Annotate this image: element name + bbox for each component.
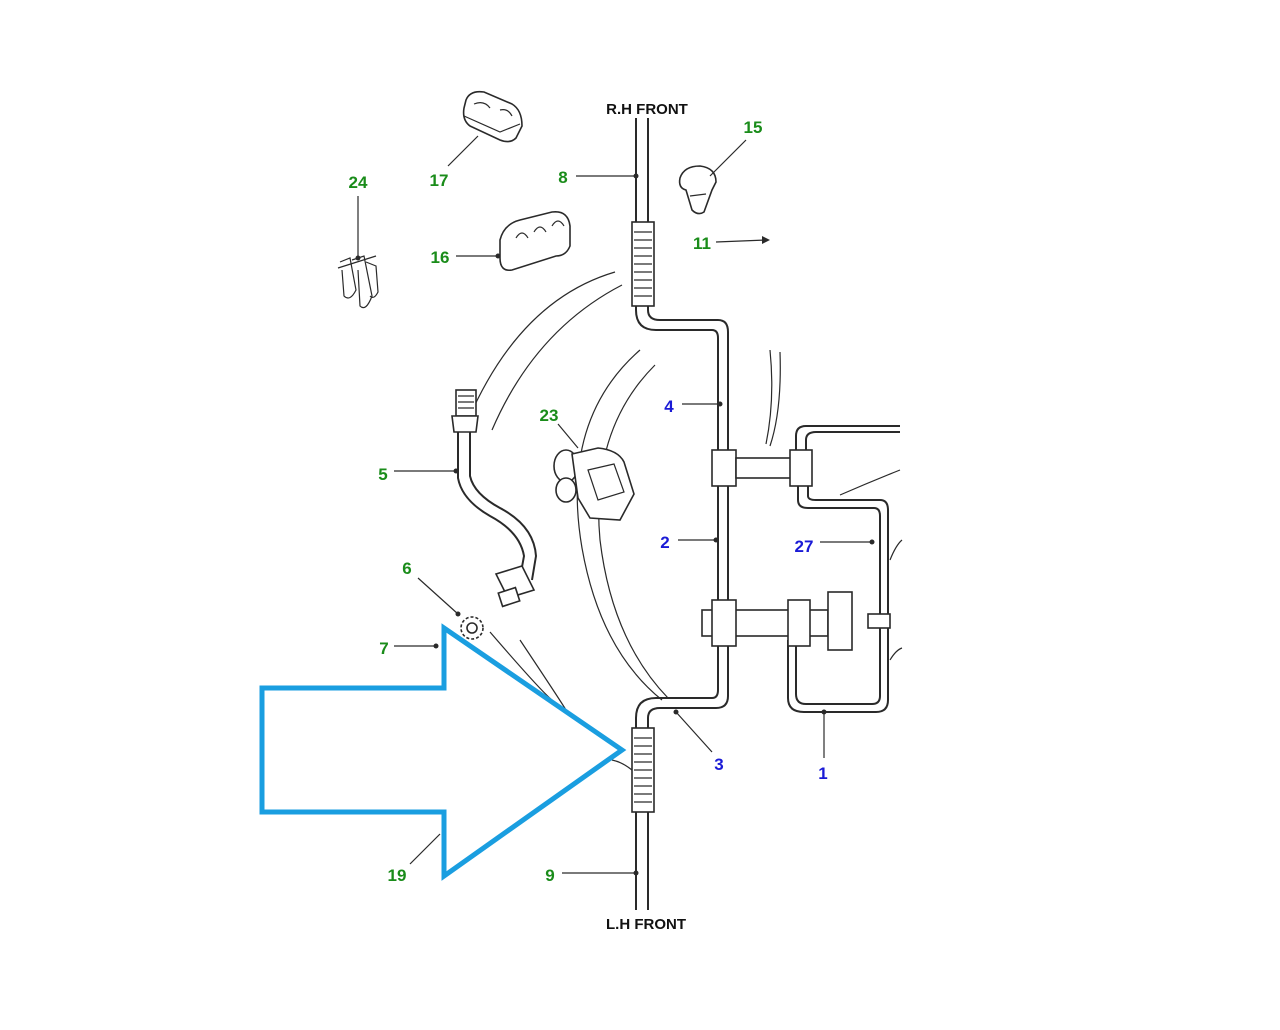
callout-11: 11: [693, 234, 711, 253]
callout-3: 3: [714, 755, 723, 774]
leader-lines: [355, 135, 875, 876]
part-15-grommet: [678, 165, 717, 215]
callout-7: 7: [379, 639, 388, 658]
callout-4: 4: [664, 397, 674, 416]
callout-16: 16: [431, 248, 450, 267]
highlight-arrow-icon: [259, 623, 627, 881]
callout-8: 8: [558, 168, 567, 187]
part-17-clip: [462, 90, 523, 143]
part-6-washer: [460, 616, 484, 640]
callout-23: 23: [540, 406, 559, 425]
part-23-clip: [553, 447, 635, 521]
callout-17: 17: [430, 171, 449, 190]
lower-hose-sleeve: [631, 727, 655, 813]
callout-27: 27: [795, 537, 814, 556]
upper-hose-sleeve: [631, 221, 655, 307]
part-5-flex-pipe: [451, 389, 538, 608]
part-24-spring-clip: [337, 255, 379, 309]
lh-front-label: L.H FRONT: [606, 916, 686, 933]
callout-2: 2: [660, 533, 669, 552]
valve-pipework: [701, 349, 903, 713]
callout-1: 1: [818, 764, 827, 783]
callout-5: 5: [378, 465, 387, 484]
callout-24: 24: [349, 173, 368, 192]
callout-6: 6: [402, 559, 411, 578]
callout-19: 19: [388, 866, 407, 885]
main-brake-pipe: [635, 118, 729, 910]
callout-15: 15: [744, 118, 763, 137]
callout-9: 9: [545, 866, 554, 885]
part-16-clip: [499, 210, 571, 272]
rh-front-label: R.H FRONT: [606, 101, 688, 118]
